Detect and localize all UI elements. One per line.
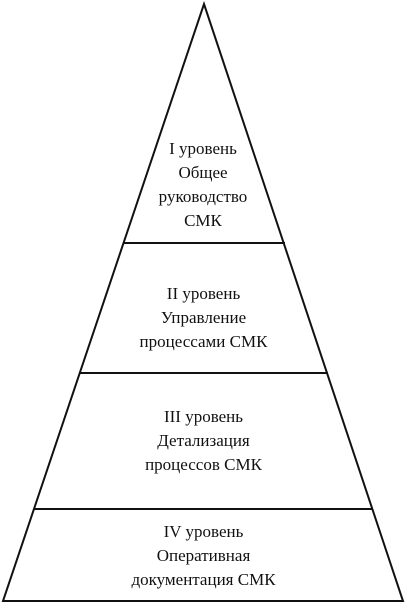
level-3-title: III уровень xyxy=(163,407,244,426)
level-1-line-2: Общее xyxy=(178,163,228,182)
level-3-block: III уровень Детализация процессов СМК xyxy=(40,405,367,477)
level-3-line-2: Детализация xyxy=(157,431,250,450)
level-3-line-3: процессов СМК xyxy=(145,455,262,474)
level-2-title: II уровень xyxy=(166,284,241,303)
level-4-block: IV уровень Оперативная документация СМК xyxy=(20,520,387,592)
level-4-title: IV уровень xyxy=(163,522,244,541)
level-1-line-4: СМК xyxy=(184,211,222,230)
level-4-line-2: Оперативная xyxy=(156,546,251,565)
level-2-line-3: процессами СМК xyxy=(139,332,268,351)
level-4-line-3: документация СМК xyxy=(131,570,276,589)
level-1-block: I уровень Общее руководство СМК xyxy=(103,137,303,233)
level-2-block: II уровень Управление процессами СМК xyxy=(60,282,347,354)
level-1-title: I уровень xyxy=(169,139,237,158)
level-1-line-3: руководство xyxy=(158,187,248,206)
level-2-line-2: Управление xyxy=(160,308,247,327)
